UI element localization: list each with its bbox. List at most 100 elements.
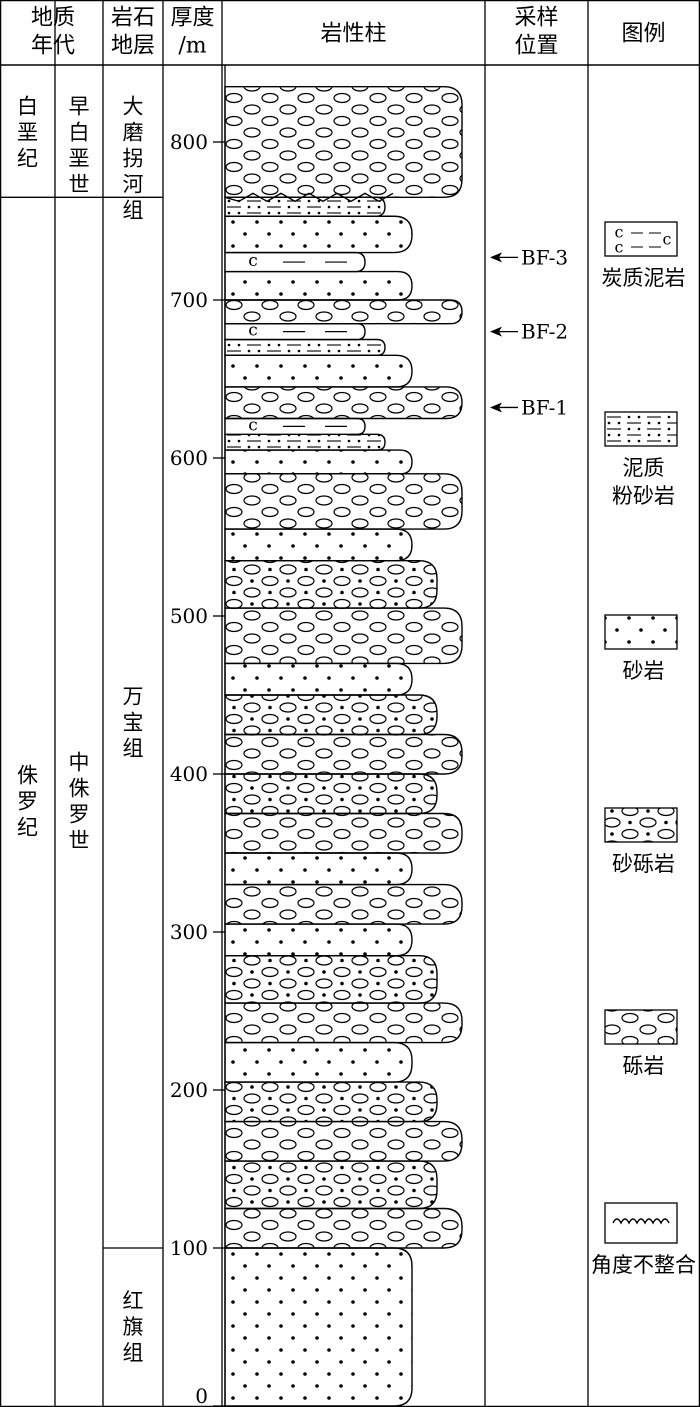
epoch-column-label-char: 世 xyxy=(69,173,90,197)
layer-shape xyxy=(224,733,463,775)
layer-sandstone xyxy=(224,1041,413,1083)
layer-muddy-siltstone xyxy=(224,433,386,451)
period-column-label-char: 罗 xyxy=(17,790,38,814)
formation-column-label: 红旗组 xyxy=(123,1289,144,1365)
period-column-label-char: 纪 xyxy=(17,816,38,840)
sample-marker-bf-3: BF-3 xyxy=(490,245,568,269)
formation-column-label-char: 组 xyxy=(123,737,144,761)
axis-tick-label: 100 xyxy=(170,1236,208,1260)
layer-shape xyxy=(224,215,413,254)
formation-column-label-char: 大 xyxy=(123,95,144,119)
epoch-column-label-char: 世 xyxy=(69,829,90,853)
formation-column-label-char: 宝 xyxy=(123,711,144,735)
layer-sandstone xyxy=(224,852,413,886)
epoch-column-label-char: 侏 xyxy=(69,777,90,801)
header-thickness-line1: 厚度 xyxy=(170,6,214,31)
layer-sandstone xyxy=(224,662,413,696)
formation-column-label-char: 磨 xyxy=(123,121,144,145)
formation-column-label-char: 拐 xyxy=(123,147,144,171)
layer-pebbly-sandstone xyxy=(224,1081,438,1123)
layer-conglomerate xyxy=(224,1207,463,1249)
layer-pebbly-sandstone xyxy=(224,1160,438,1210)
formation-column-label-char: 旗 xyxy=(123,1315,144,1339)
legend-swatch-frame xyxy=(604,614,678,650)
header-thickness-unit: /m xyxy=(178,34,206,59)
period-column-label-char: 白 xyxy=(17,95,38,119)
layer-conglomerate xyxy=(224,473,463,530)
period-column-label: 白垩纪 xyxy=(17,95,38,171)
layer-shape xyxy=(224,1002,463,1044)
header-lithostratigraphy-line1: 岩石 xyxy=(111,6,155,31)
layer-shape xyxy=(224,883,463,925)
layer-shape xyxy=(224,1247,413,1407)
layer-shape xyxy=(224,773,438,815)
header-sample-position-line1: 采样 xyxy=(514,6,558,31)
legend-swatch-frame xyxy=(604,221,678,257)
formation-column-label-char: 组 xyxy=(123,1341,144,1365)
formation-column-label-char: 万 xyxy=(123,685,144,709)
axis-tick-label: 400 xyxy=(170,762,208,786)
layer-sandstone xyxy=(224,528,413,562)
layer-conglomerate xyxy=(224,883,463,925)
header-lithology-column: 岩性柱 xyxy=(320,22,386,47)
header-geologic-age-line2: 年代 xyxy=(31,34,75,59)
sample-label: BF-3 xyxy=(521,245,568,269)
legend-swatch-frame xyxy=(604,1009,678,1045)
layer-shape xyxy=(224,386,463,420)
carbonaceous-mark: c xyxy=(248,415,258,435)
period-column-label-char: 纪 xyxy=(17,147,38,171)
layer-conglomerate xyxy=(224,812,463,854)
layer-shape xyxy=(224,270,413,301)
carbonaceous-mark: c xyxy=(248,251,258,271)
legend-label: 炭质泥岩 xyxy=(602,266,686,290)
layer-shape xyxy=(224,1120,463,1162)
layer-shape xyxy=(224,449,413,475)
unconformity-line xyxy=(224,192,394,203)
epoch-column-label-char: 白 xyxy=(69,121,90,145)
formation-column-label-char: 红 xyxy=(123,1289,144,1313)
legend-label: 砾岩 xyxy=(623,1054,665,1078)
layer-shape xyxy=(224,694,438,736)
legend-swatch xyxy=(604,1009,678,1045)
legend-label: 砂岩 xyxy=(623,659,665,683)
period-column-label: 侏罗纪 xyxy=(17,764,38,840)
legend-label: 泥质 xyxy=(623,456,665,480)
epoch-column-label-char: 早 xyxy=(69,95,90,119)
layer-shape xyxy=(224,196,386,217)
layer-conglomerate xyxy=(224,733,463,775)
axis-tick-label: 200 xyxy=(170,1078,208,1102)
legend-swatch xyxy=(604,1202,678,1244)
layer-conglomerate xyxy=(224,86,463,198)
legend-item-pebbly-sandstone: 砂砾岩 xyxy=(604,807,678,876)
epoch-column-label-char: 中 xyxy=(69,751,90,775)
sample-label: BF-1 xyxy=(521,395,568,419)
axis-tick-label: 300 xyxy=(170,920,208,944)
layer-pebbly-sandstone xyxy=(224,560,438,609)
layer-shape xyxy=(224,1160,438,1210)
layer-shape xyxy=(224,662,413,696)
layer-shape xyxy=(224,560,438,609)
header-geologic-age-line1: 地质 xyxy=(31,6,75,31)
sample-marker-bf-1: BF-1 xyxy=(490,395,568,419)
sample-label: BF-2 xyxy=(521,320,568,344)
layer-shape xyxy=(224,299,463,325)
sample-marker-bf-2: BF-2 xyxy=(490,320,568,344)
arrow-left-icon xyxy=(490,326,502,337)
legend-label: 角度不整合 xyxy=(591,1253,696,1277)
formation-column-label-char: 组 xyxy=(123,199,144,223)
legend-item-conglomerate: 砾岩 xyxy=(604,1009,678,1078)
axis-tick-label: 0 xyxy=(195,1384,208,1407)
layer-shape xyxy=(224,607,463,665)
carbonaceous-mark: c xyxy=(248,321,258,341)
header-legend: 图例 xyxy=(621,22,665,47)
layer-shape xyxy=(224,433,386,451)
layer-muddy-siltstone xyxy=(224,338,386,356)
layer-shape xyxy=(224,1207,463,1249)
layer-shape xyxy=(224,338,386,356)
